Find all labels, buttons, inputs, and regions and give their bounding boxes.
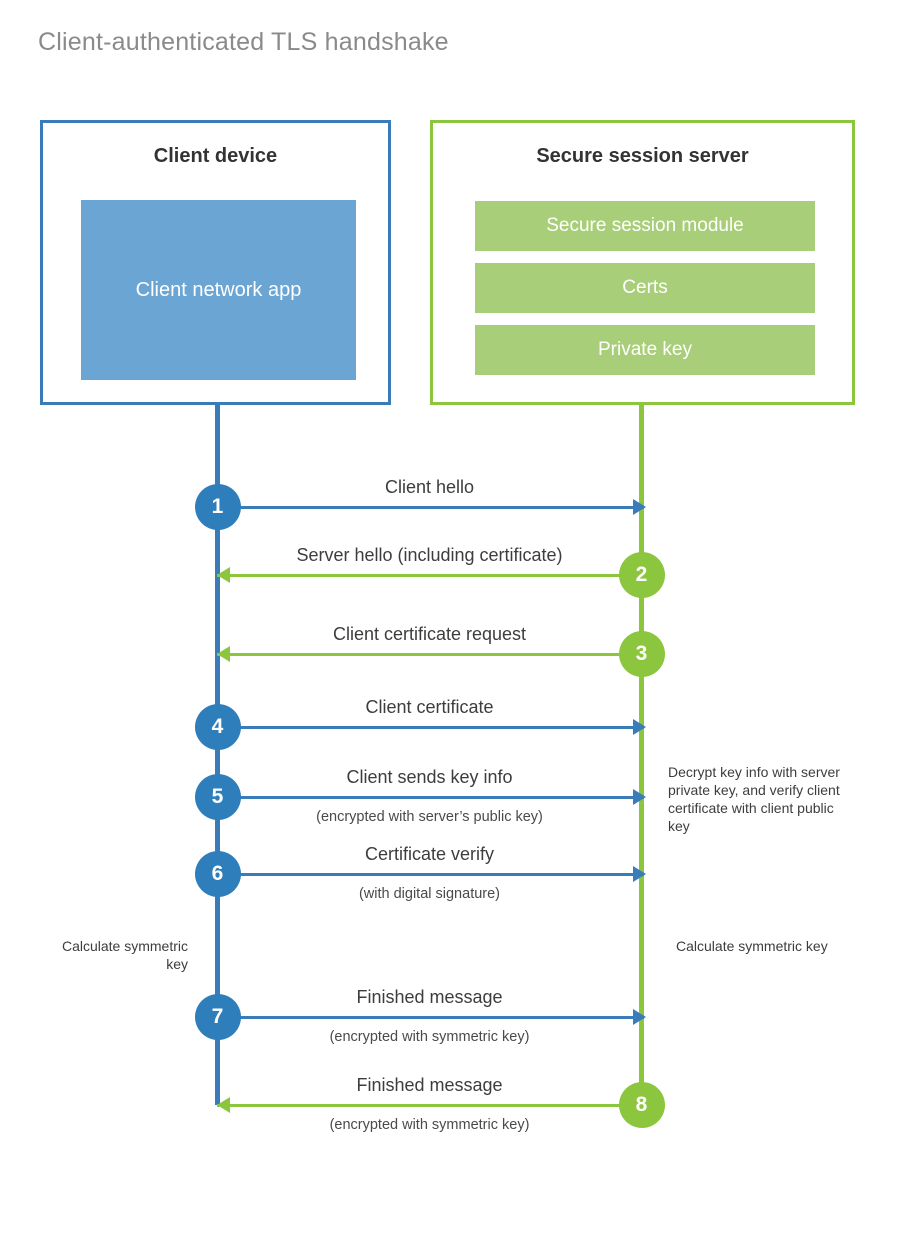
client-lifeline xyxy=(215,403,220,1105)
server-component-certs: Certs xyxy=(475,263,815,313)
arrow-head-step-3 xyxy=(216,646,230,662)
arrow-head-step-7 xyxy=(632,1009,646,1025)
step-circle-2: 2 xyxy=(618,552,665,598)
message-label-step-7: Finished message xyxy=(356,987,503,1007)
step-circle-8: 8 xyxy=(618,1082,665,1128)
message-label-step-2: Server hello (including certificate) xyxy=(296,545,563,565)
note-server-decrypt: Decrypt key info with server private key… xyxy=(668,764,840,834)
message-label-step-6: Certificate verify xyxy=(364,844,495,864)
message-sublabel-step-8: (encrypted with symmetric key) xyxy=(329,1117,530,1133)
step-circle-1: 1 xyxy=(194,484,241,530)
secure-session-server-title: Secure session server xyxy=(536,145,749,167)
step-circle-5: 5 xyxy=(194,774,241,820)
page-title: Client-authenticated TLS handshake xyxy=(38,28,449,56)
message-label-step-1: Client hello xyxy=(384,477,475,497)
arrow-line-step-1 xyxy=(236,505,644,509)
note-client-calculate-symmetric-key: Calculate symmetric key xyxy=(61,938,188,972)
message-sublabel-step-6: (with digital signature) xyxy=(358,886,501,902)
server-lifeline xyxy=(639,403,644,1105)
secure-session-server-box: Secure session server Secure session mod… xyxy=(430,120,855,405)
step-circle-7: 7 xyxy=(194,994,241,1040)
arrow-head-step-8 xyxy=(216,1097,230,1113)
arrow-head-step-2 xyxy=(216,567,230,583)
arrow-head-step-6 xyxy=(632,866,646,882)
arrow-line-step-2 xyxy=(216,573,623,577)
server-component-secure-session-module: Secure session module xyxy=(475,201,815,251)
message-label-step-4: Client certificate xyxy=(365,697,494,717)
step-circle-4: 4 xyxy=(194,704,241,750)
arrow-line-step-6 xyxy=(236,872,644,876)
arrow-head-step-1 xyxy=(632,499,646,515)
message-sublabel-step-7: (encrypted with symmetric key) xyxy=(329,1029,530,1045)
message-label-step-5: Client sends key info xyxy=(346,767,513,787)
client-device-box: Client device Client network app xyxy=(40,120,391,405)
message-label-step-8: Finished message xyxy=(356,1075,503,1095)
step-circle-6: 6 xyxy=(194,851,241,897)
step-circle-3: 3 xyxy=(618,631,665,677)
arrow-head-step-4 xyxy=(632,719,646,735)
arrow-line-step-8 xyxy=(216,1103,623,1107)
note-server-calculate-symmetric-key: Calculate symmetric key xyxy=(676,938,828,954)
client-network-app-block: Client network app xyxy=(81,200,356,380)
message-sublabel-step-5: (encrypted with server’s public key) xyxy=(316,809,543,825)
arrow-line-step-3 xyxy=(216,652,623,656)
client-device-title: Client device xyxy=(153,145,278,167)
arrow-line-step-4 xyxy=(236,725,644,729)
arrow-head-step-5 xyxy=(632,789,646,805)
message-label-step-3: Client certificate request xyxy=(332,624,527,644)
arrow-line-step-7 xyxy=(236,1015,644,1019)
server-component-private-key: Private key xyxy=(475,325,815,375)
arrow-line-step-5 xyxy=(236,795,644,799)
